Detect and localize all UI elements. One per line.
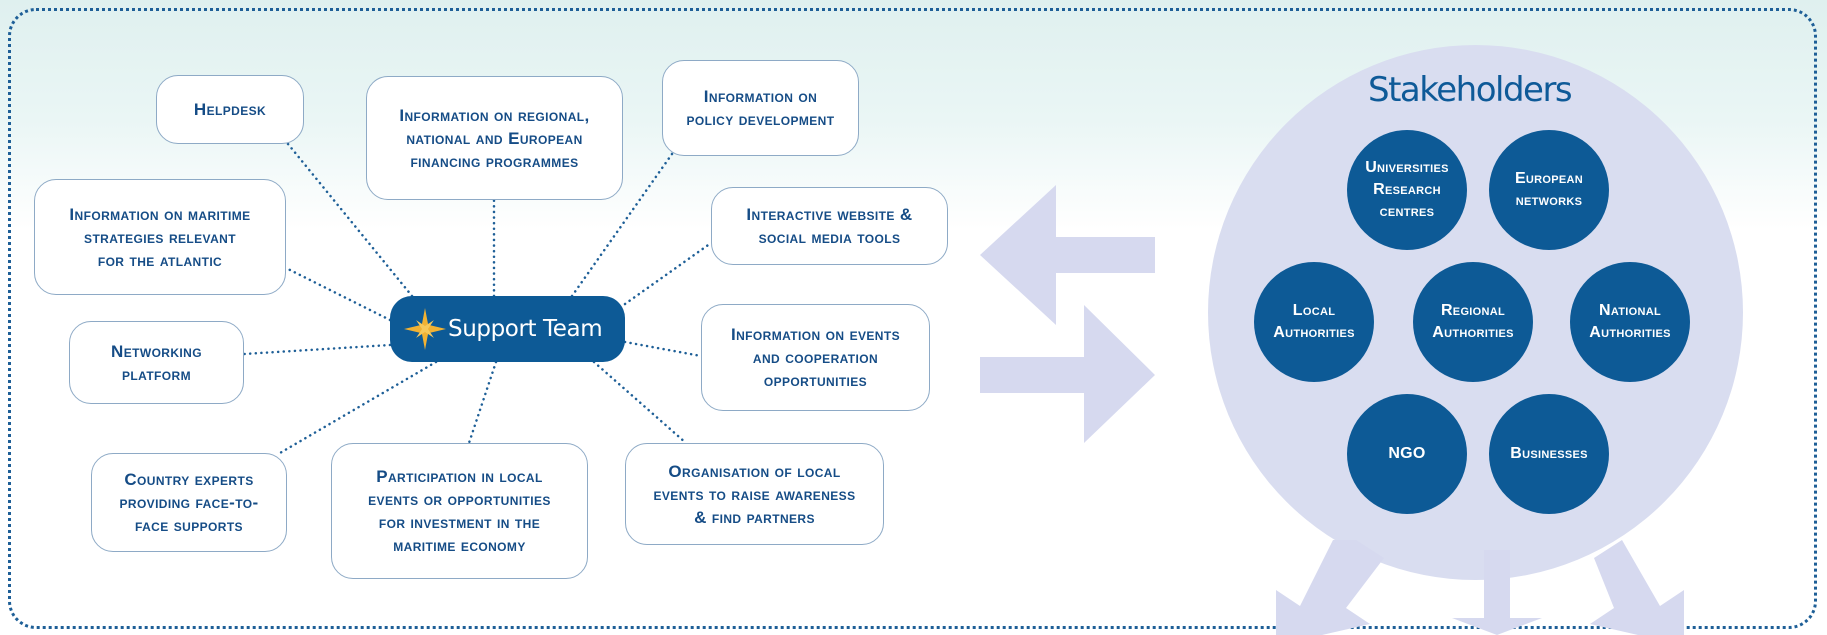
service-financing-line-1: Information on regional, <box>399 105 590 125</box>
stakeholder-national-authorities-line-1: National <box>1598 302 1662 319</box>
stakeholder-ngo-line-1: NGO <box>1388 445 1426 462</box>
connector-policy <box>570 152 674 298</box>
service-participation-line-3: for investment in the <box>378 513 541 532</box>
service-participation-line-1: Participation in local <box>376 467 543 486</box>
downward-arrows-icon <box>1276 540 1684 635</box>
service-participation: Participation in local events or opportu… <box>331 443 588 579</box>
stakeholder-universities-line-3: centres <box>1379 203 1435 220</box>
service-policy-line-2: policy development <box>686 110 835 129</box>
service-policy: Information on policy development <box>662 60 859 156</box>
service-networking: Networking platform <box>69 321 244 404</box>
stakeholder-local-authorities: Local Authorities <box>1254 262 1374 382</box>
connector-country-experts <box>278 360 438 455</box>
service-website: Interactive website & social media tools <box>711 187 948 265</box>
stakeholder-businesses: Businesses <box>1489 394 1609 514</box>
stakeholder-regional-authorities-line-2: Authorities <box>1432 324 1514 341</box>
service-participation-line-2: events or opportunities <box>368 490 551 509</box>
service-local-events-line-1: Organisation of local <box>668 461 841 481</box>
service-maritime-strategies-line-1: Information on maritime <box>69 204 251 224</box>
dotted-frame <box>8 8 1817 629</box>
stakeholders-title: Stakeholders <box>1368 70 1573 110</box>
service-networking-line-1: Networking <box>111 341 202 361</box>
bidirectional-arrows-icon <box>980 185 1155 443</box>
arrow-down-right <box>1590 540 1684 635</box>
service-local-events-line-2: events to raise awareness <box>653 484 856 504</box>
service-events-line-1: Information on events <box>730 325 900 344</box>
right-arrow <box>980 305 1155 443</box>
service-helpdesk-line-1: Helpdesk <box>193 100 267 119</box>
stakeholder-national-authorities: National Authorities <box>1570 262 1690 382</box>
stakeholder-local-authorities-line-1: Local <box>1292 302 1336 319</box>
stakeholder-businesses-line-1: Businesses <box>1510 445 1588 462</box>
connector-maritime-strategies <box>284 266 392 322</box>
stakeholder-european-networks-line-2: networks <box>1515 192 1583 209</box>
compass-star-icon <box>404 308 446 350</box>
service-policy-line-1: Information on <box>703 87 818 106</box>
connector-participation <box>467 360 498 445</box>
service-website-line-1: Interactive website & <box>746 205 913 224</box>
stakeholder-national-authorities-line-2: Authorities <box>1589 324 1671 341</box>
service-country-experts-line-3: face supports <box>135 516 243 535</box>
connector-local-events <box>592 360 688 445</box>
stakeholder-european-networks: European networks <box>1489 130 1609 250</box>
service-participation-line-4: maritime economy <box>393 536 526 555</box>
stakeholder-ngo: NGO <box>1347 394 1467 514</box>
service-country-experts-line-1: Country experts <box>124 470 254 489</box>
stakeholder-regional-authorities-line-1: Regional <box>1440 302 1506 319</box>
service-country-experts: Country experts providing face-to- face … <box>91 453 287 552</box>
arrow-down-left <box>1276 540 1384 635</box>
connector-networking <box>242 343 392 356</box>
service-maritime-strategies-line-2: strategies relevant <box>84 227 236 247</box>
service-networking-line-2: platform <box>122 364 191 384</box>
service-local-events: Organisation of local events to raise aw… <box>625 443 884 545</box>
service-financing: Information on regional, national and Eu… <box>366 76 623 200</box>
service-country-experts-line-2: providing face-to- <box>119 493 259 512</box>
service-financing-line-2: national and European <box>406 128 583 148</box>
stakeholder-local-authorities-line-2: Authorities <box>1273 324 1355 341</box>
stakeholder-european-networks-line-1: European <box>1514 170 1584 187</box>
support-team-label: Support Team <box>448 316 603 342</box>
connector-events <box>623 340 703 358</box>
support-team-hub: Support Team <box>390 296 625 362</box>
stakeholder-universities: Universities Research centres <box>1347 130 1467 250</box>
service-helpdesk: Helpdesk <box>156 75 304 144</box>
service-local-events-line-3: & find partners <box>694 507 815 527</box>
service-maritime-strategies: Information on maritime strategies relev… <box>34 179 286 295</box>
service-maritime-strategies-line-3: for the atlantic <box>97 250 223 270</box>
stakeholder-universities-line-2: Research <box>1373 181 1441 198</box>
stakeholder-universities-line-1: Universities <box>1365 159 1449 176</box>
service-financing-line-3: financing programmes <box>410 151 579 171</box>
stakeholder-regional-authorities: Regional Authorities <box>1413 262 1533 382</box>
service-events-line-3: opportunities <box>763 371 868 390</box>
connector-helpdesk <box>286 142 414 298</box>
service-events: Information on events and cooperation op… <box>701 304 930 411</box>
connector-website <box>623 241 713 306</box>
service-events-line-2: and cooperation <box>752 348 879 367</box>
service-website-line-2: social media tools <box>758 228 901 247</box>
arrow-down-center <box>1452 550 1542 635</box>
left-arrow <box>980 185 1155 325</box>
